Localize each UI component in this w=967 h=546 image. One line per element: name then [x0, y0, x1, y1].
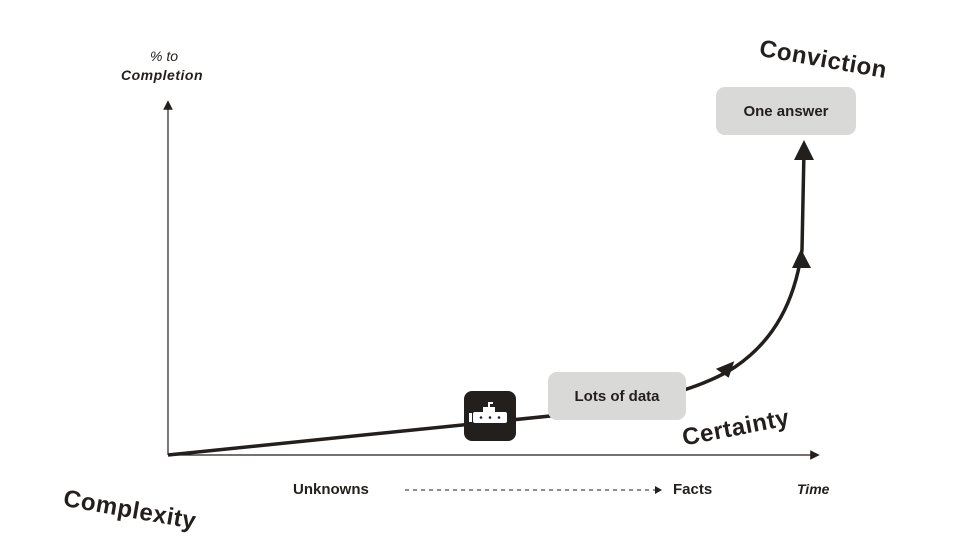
x-axis-label: Time [797, 481, 830, 497]
submarine-icon [464, 391, 516, 441]
y-axis-label-line1: % to [150, 48, 179, 64]
curve-arrowhead-2 [792, 249, 811, 268]
facts-label: Facts [673, 481, 713, 498]
y-axis-label-line2: Completion [121, 67, 203, 83]
one-answer-box: One answer [716, 87, 856, 135]
unknowns-label: Unknowns [293, 481, 369, 498]
lots-of-data-box: Lots of data [548, 372, 686, 420]
curve-arrowhead-3 [794, 140, 814, 160]
curve-arrowhead-1 [715, 361, 735, 378]
